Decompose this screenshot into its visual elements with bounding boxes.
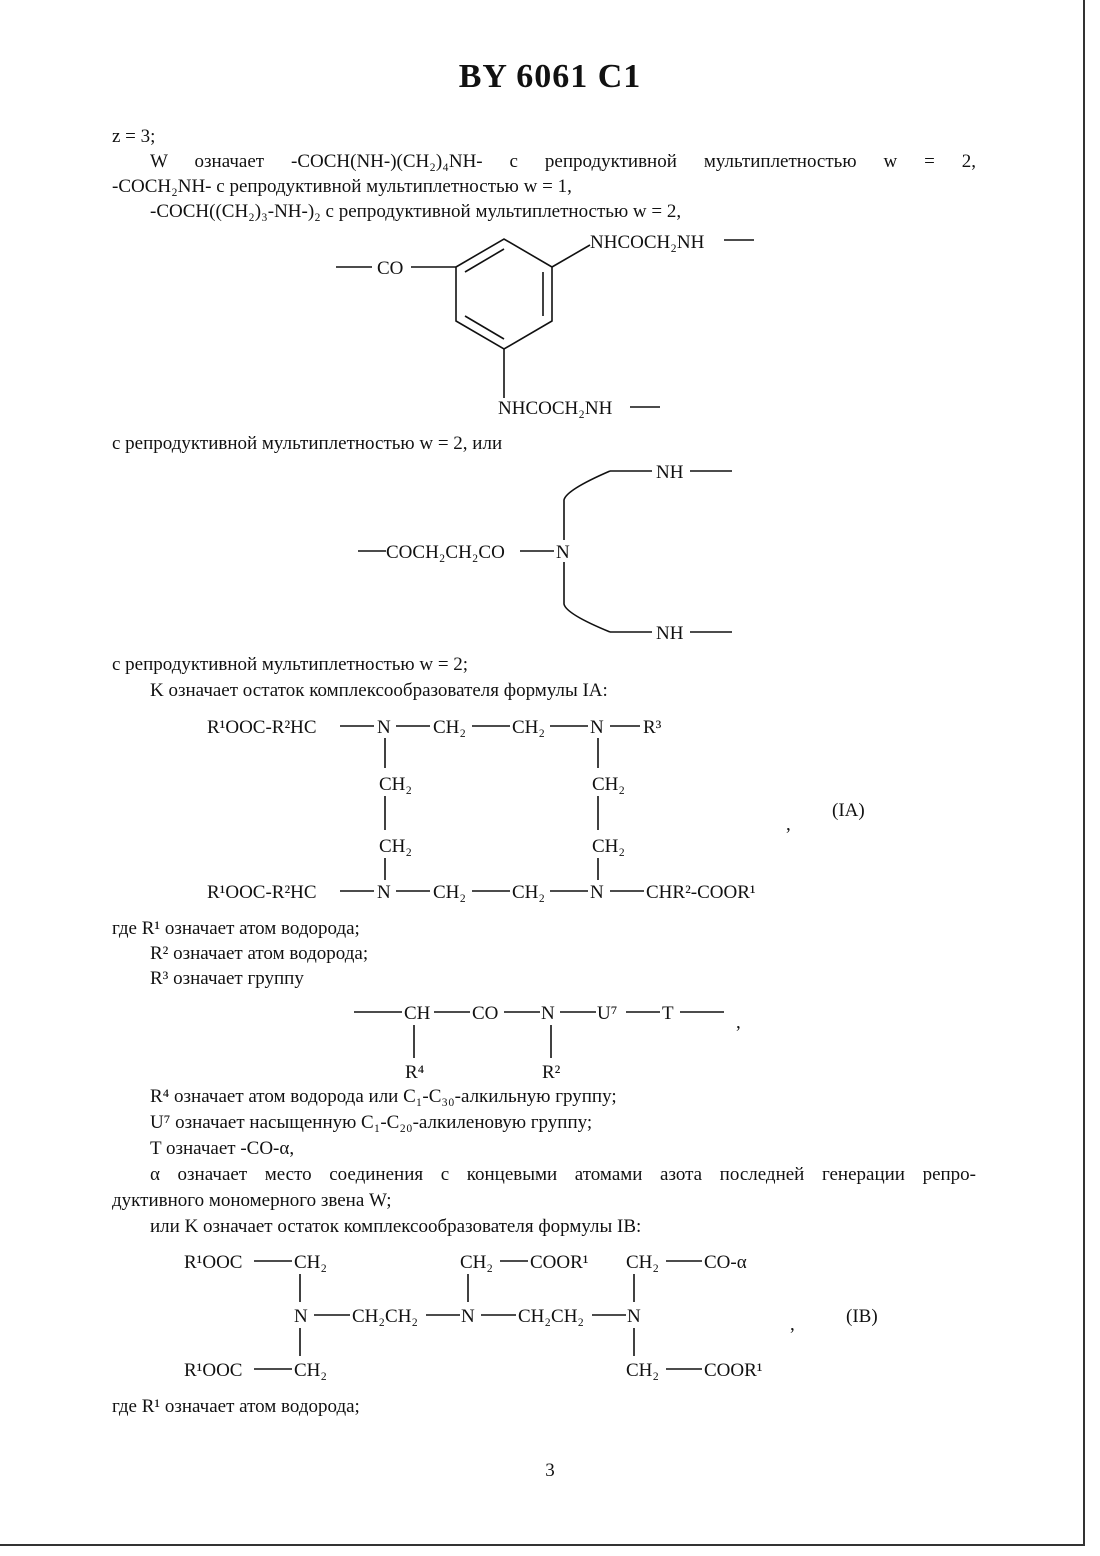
svg-text:CH₂: CH₂	[626, 1252, 659, 1273]
svg-text:CH₂: CH₂	[294, 1360, 327, 1381]
svg-text:R¹OOC: R¹OOC	[184, 1252, 242, 1273]
svg-text:CH₂CH₂: CH₂CH₂	[352, 1306, 418, 1327]
scan-edge-right	[1083, 0, 1085, 1544]
scan-edge-bottom	[0, 1544, 1085, 1546]
svg-text:N: N	[461, 1306, 475, 1327]
text-line: где R¹ означает атом водорода;	[112, 1396, 360, 1418]
svg-text:N: N	[294, 1306, 308, 1327]
formula-label-ib: (IB)	[846, 1306, 878, 1327]
svg-text:CH₂: CH₂	[460, 1252, 493, 1273]
svg-text:CH₂: CH₂	[294, 1252, 327, 1273]
svg-text:COOR¹: COOR¹	[704, 1360, 763, 1381]
svg-text:CH₂: CH₂	[626, 1360, 659, 1381]
svg-text:N: N	[627, 1306, 641, 1327]
svg-text:R¹OOC: R¹OOC	[184, 1360, 242, 1381]
svg-text:CH₂CH₂: CH₂CH₂	[518, 1306, 584, 1327]
svg-text:,: ,	[790, 1314, 795, 1335]
svg-text:CO-α: CO-α	[704, 1252, 747, 1273]
svg-text:COOR¹: COOR¹	[530, 1252, 589, 1273]
page-number: 3	[0, 1460, 1100, 1482]
